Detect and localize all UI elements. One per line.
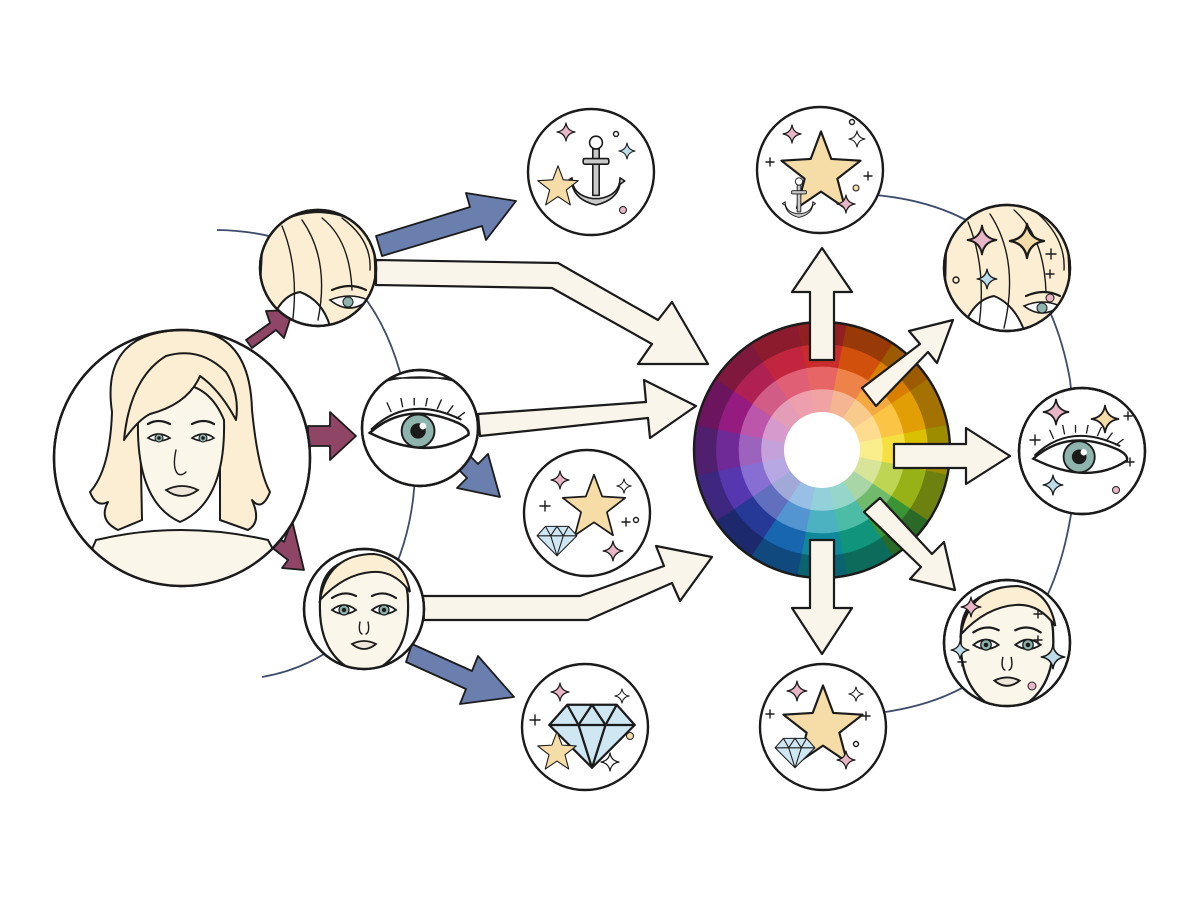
- face-feature: [302, 547, 426, 671]
- diamond-characteristic: [520, 662, 650, 792]
- full-portrait: [52, 328, 312, 588]
- cream-arrows-out: [790, 246, 1012, 656]
- wheel-segment: [693, 424, 719, 476]
- cream-arrows-in: [374, 258, 714, 622]
- wheel-segment: [716, 429, 741, 471]
- wheel-segment: [738, 433, 764, 467]
- wheel-center: [784, 412, 860, 488]
- hair-feature: [258, 208, 378, 328]
- anchor-characteristic: [526, 107, 656, 237]
- eye-feature: [360, 368, 480, 488]
- sparkle-hair-output: [942, 203, 1072, 333]
- wheel-segment: [805, 508, 839, 534]
- star-diamond-characteristic: [522, 448, 652, 578]
- star-diamond-output: [758, 662, 888, 792]
- sparkle-eye-output: [1017, 386, 1147, 516]
- sparkle-face-output: [942, 578, 1072, 708]
- blue-arrows: [375, 192, 517, 705]
- wheel-segment: [805, 366, 839, 392]
- star-anchor-output: [755, 105, 885, 235]
